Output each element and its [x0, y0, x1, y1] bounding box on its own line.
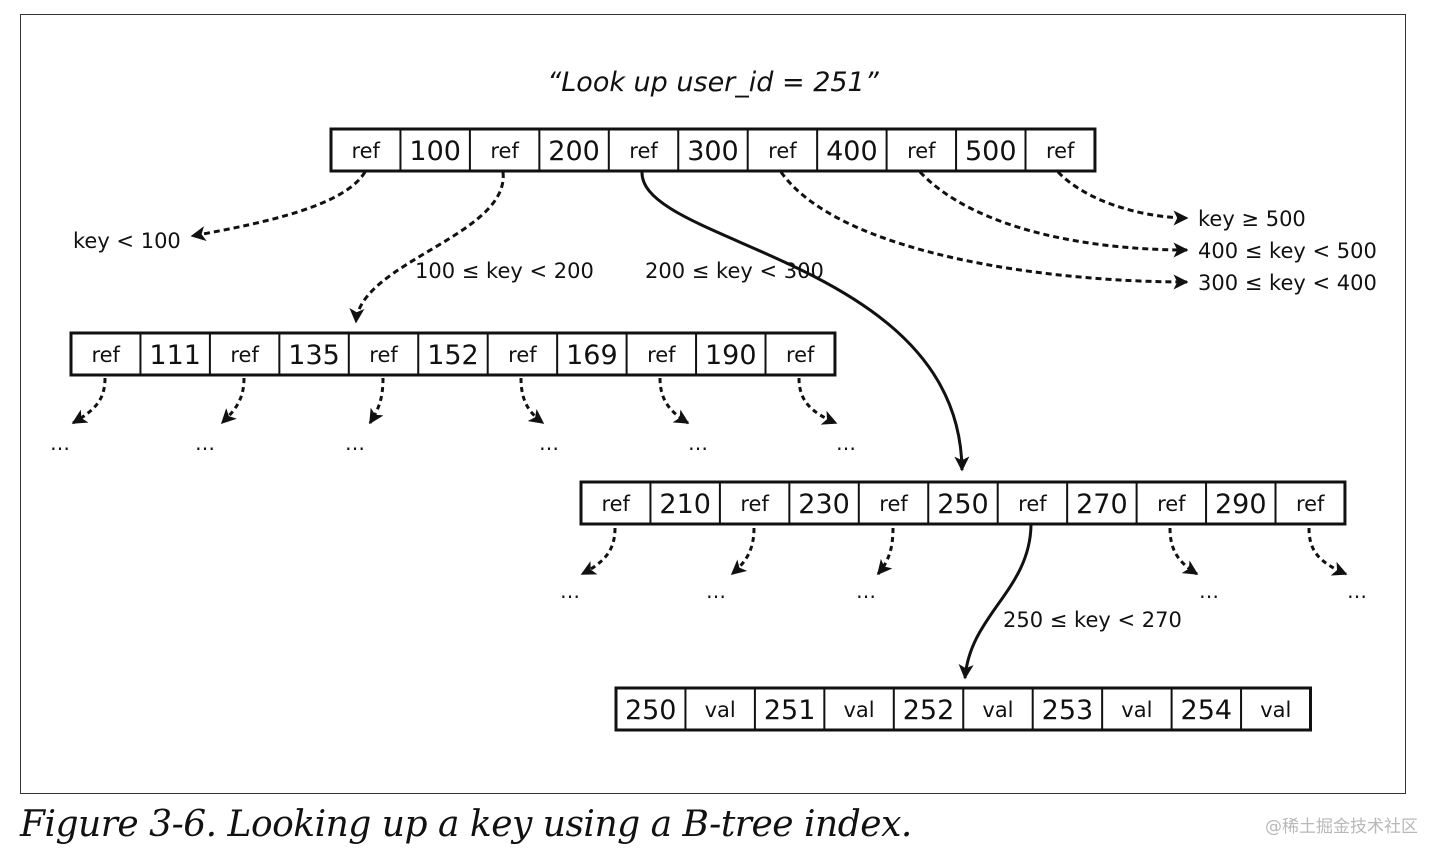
- level1-mid-node: ref 210 ref 230 ref 250 ref 270 ref 290 ref: [579, 480, 1347, 526]
- key-cell: 169: [566, 340, 618, 371]
- ellipsis: …: [345, 431, 365, 455]
- arrow-left-child-2: [220, 377, 246, 425]
- key-cell: 250: [937, 489, 989, 520]
- range-label-200-300: 200 ≤ key < 300: [645, 259, 824, 283]
- ref-cell: ref: [740, 492, 769, 516]
- range-label-400-500: 400 ≤ key < 500: [1198, 239, 1377, 263]
- arrow-mid-child-2: [730, 527, 756, 576]
- ellipsis: …: [539, 431, 559, 455]
- watermark: @稀土掘金技术社区: [1265, 817, 1418, 837]
- ellipsis: …: [706, 579, 726, 603]
- range-label-100-200: 100 ≤ key < 200: [415, 259, 594, 283]
- ellipsis: …: [836, 431, 856, 455]
- value-cell: val: [705, 698, 736, 722]
- ref-cell: ref: [508, 343, 537, 367]
- ref-cell: ref: [647, 343, 676, 367]
- key-cell: 500: [965, 136, 1017, 167]
- ref-cell: ref: [768, 139, 797, 163]
- ellipsis: …: [856, 579, 876, 603]
- arrow-200-300: [640, 171, 970, 472]
- ref-cell: ref: [879, 492, 908, 516]
- ref-cell: ref: [601, 492, 630, 516]
- root-node: ref 100 ref 200 ref 300 ref 400 ref 500 ref: [329, 127, 1097, 173]
- arrow-mid-child-4: [1168, 527, 1199, 576]
- arrow-left-child-5: [658, 377, 690, 425]
- ref-cell: ref: [351, 139, 380, 163]
- ref-cell: ref: [1046, 139, 1075, 163]
- pointer-arrows: [71, 170, 1348, 680]
- ref-cell: ref: [230, 343, 259, 367]
- key-cell: 100: [409, 136, 461, 167]
- key-cell: 270: [1076, 489, 1128, 520]
- arrow-left-child-3: [368, 377, 385, 425]
- ellipsis: …: [195, 431, 215, 455]
- key-cell: 251: [764, 695, 816, 726]
- query-label: “Look up user_id = 251”: [547, 67, 879, 98]
- key-cell: 254: [1181, 695, 1233, 726]
- value-cell: val: [1260, 698, 1291, 722]
- ref-cell: ref: [629, 139, 658, 163]
- key-cell: 190: [705, 340, 757, 371]
- arrow-mid-child-1: [580, 527, 617, 576]
- arrow-100-200: [349, 171, 505, 324]
- ellipsis: …: [688, 431, 708, 455]
- key-cell: 250: [625, 695, 677, 726]
- arrow-300-400: [779, 171, 1189, 290]
- arrow-left-child-6: [797, 377, 838, 425]
- key-cell: 210: [659, 489, 711, 520]
- arrow-left-child-4: [519, 377, 545, 425]
- arrow-mid-child-3: [876, 527, 895, 576]
- value-cell: val: [1121, 698, 1152, 722]
- key-cell: 230: [798, 489, 850, 520]
- figure-caption: Figure 3-6. Looking up a key using a B-t…: [20, 804, 912, 845]
- ref-cell: ref: [369, 343, 398, 367]
- key-cell: 152: [427, 340, 479, 371]
- key-cell: 290: [1215, 489, 1267, 520]
- range-label-key-lt-100: key < 100: [73, 229, 181, 253]
- ellipsis: …: [50, 431, 70, 455]
- arrow-key-ge-500: [1056, 170, 1189, 226]
- ref-cell: ref: [91, 343, 120, 367]
- arrow-400-500: [918, 170, 1189, 258]
- diagram-frame: [20, 14, 1406, 794]
- ellipsis: …: [1347, 579, 1367, 603]
- level1-mid-node-box: [579, 480, 1347, 526]
- ref-cell: ref: [907, 139, 936, 163]
- arrow-left-child-1: [71, 377, 107, 425]
- level1-left-node: ref 111 ref 135 ref 152 ref 169 ref 190 ref: [69, 331, 837, 377]
- value-cell: val: [982, 698, 1013, 722]
- value-cell: val: [844, 698, 875, 722]
- range-label-250-270: 250 ≤ key < 270: [1003, 608, 1182, 632]
- ref-cell: ref: [490, 139, 519, 163]
- ref-cell: ref: [1296, 492, 1325, 516]
- arrow-key-lt-100: [190, 171, 367, 241]
- key-cell: 200: [548, 136, 600, 167]
- key-cell: 252: [903, 695, 955, 726]
- ref-cell: ref: [786, 343, 815, 367]
- level1-left-node-box: [69, 331, 837, 377]
- ellipsis: …: [1199, 579, 1219, 603]
- key-cell: 135: [288, 340, 340, 371]
- arrow-250-270: [958, 524, 1033, 680]
- range-label-300-400: 300 ≤ key < 400: [1198, 271, 1377, 295]
- key-cell: 300: [687, 136, 739, 167]
- key-cell: 253: [1042, 695, 1094, 726]
- root-node-box: [329, 127, 1097, 173]
- key-cell: 400: [826, 136, 878, 167]
- range-label-key-ge-500: key ≥ 500: [1198, 207, 1306, 231]
- key-cell: 111: [149, 340, 201, 371]
- ellipsis: …: [560, 579, 580, 603]
- leaf-node: 250 val 251 val 252 val 253 val 254 val: [614, 686, 1312, 732]
- arrow-mid-child-5: [1307, 527, 1348, 576]
- ellipsis-group: … … … … … … … … … … …: [50, 431, 1367, 603]
- ref-cell: ref: [1018, 492, 1047, 516]
- btree-diagram: “Look up user_id = 251” ref 100 ref 200 ref 3…: [50, 67, 1377, 732]
- ref-cell: ref: [1157, 492, 1186, 516]
